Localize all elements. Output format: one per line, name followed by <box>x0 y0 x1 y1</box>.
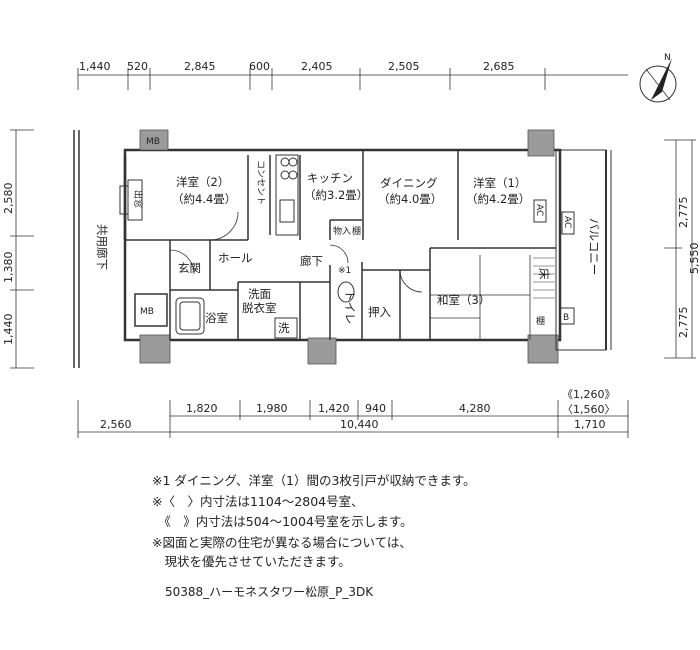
dim-left-3: 1,440 <box>2 314 15 346</box>
room-genkan: 玄関 <box>178 261 201 275</box>
room-youshitsu2-name: 洋室（2） <box>176 175 229 189</box>
room-oshiire: 押入 <box>368 305 391 319</box>
interior-walls <box>125 150 556 340</box>
dim-top-3: 2,845 <box>184 60 216 73</box>
ac-label-1: AC <box>534 204 544 216</box>
room-washitsu3: 和室（3） <box>437 293 490 307</box>
note-line-3: 《 》内寸法は504～1004号室を示します。 <box>152 514 413 529</box>
tokonoma-hatch <box>533 257 555 299</box>
top-dimension-line <box>77 68 628 90</box>
shelf-label-1: 棚 <box>352 225 361 237</box>
dim-right-2: 2,775 <box>677 307 690 339</box>
common-corridor-label: 共用廊下 <box>95 224 109 270</box>
bay-window <box>119 179 143 221</box>
left-dimension-line <box>10 129 34 369</box>
room-dining-name: ダイニング <box>380 176 438 190</box>
note-line-5: 現状を優先させていただきます。 <box>152 554 351 569</box>
b-box <box>559 307 575 325</box>
room-dining-size: （約4.0畳） <box>378 192 442 206</box>
right-dimension-line <box>664 139 696 359</box>
washer-box <box>274 317 298 339</box>
room-tokonoma: 床 <box>537 268 551 280</box>
compass-north-label: N <box>664 53 671 63</box>
mb-label-top: MB <box>146 137 160 147</box>
dim-bottom-4: 940 <box>365 402 386 415</box>
bay-window-label: 出窓 <box>132 190 144 208</box>
dim-bottom-outer-main: 10,440 <box>340 418 379 431</box>
dim-top-6: 2,505 <box>388 60 420 73</box>
dim-right-total: 5,550 <box>688 243 700 275</box>
room-senmen-2: 脱衣室 <box>242 301 277 315</box>
dim-right-1: 2,775 <box>677 197 690 229</box>
compass-icon: N <box>639 53 677 103</box>
common-corridor-lines <box>73 130 80 368</box>
dim-left-2: 1,380 <box>2 252 15 284</box>
dim-bottom-1: 1,820 <box>186 402 218 415</box>
dim-bottom-alt-1: 《1,260》 <box>562 388 616 401</box>
room-youshitsu1-name: 洋室（1） <box>473 176 526 190</box>
room-youshitsu1-size: （約4.2畳） <box>466 192 530 206</box>
toilet-bowl <box>337 281 355 303</box>
kitchen-fixtures <box>275 154 299 236</box>
room-kitchen-name: キッチン <box>307 171 353 185</box>
dim-bottom-3: 1,420 <box>318 402 350 415</box>
door-swings <box>169 211 423 293</box>
room-roka: 廊下 <box>300 254 323 268</box>
kitchen-outlet-label: コンセント <box>255 160 266 205</box>
room-toilet: トイレ <box>343 290 357 325</box>
bathtub <box>175 297 205 335</box>
note-line-1: ※1 ダイニング、洋室（1）間の3枚引戸が収納できます。 <box>152 473 476 488</box>
dim-top-1: 1,440 <box>79 60 111 73</box>
ac-box-2 <box>561 211 575 235</box>
structural-columns <box>139 129 559 365</box>
dim-bottom-outer-left: 2,560 <box>100 418 132 431</box>
room-youshitsu2-size: （約4.4畳） <box>172 192 236 206</box>
room-kitchen-size: （約3.2畳） <box>304 188 368 202</box>
ac-box-1 <box>533 199 547 223</box>
ac-label-2: AC <box>562 216 572 228</box>
dim-bottom-outer-right: 1,710 <box>574 418 606 431</box>
note-line-4: ※図面と実際の住宅が異なる場合については、 <box>152 535 412 550</box>
storage-label: 物入 <box>333 225 351 237</box>
dim-top-4: 600 <box>249 60 270 73</box>
room-hall: ホール <box>218 251 253 265</box>
dim-top-7: 2,685 <box>483 60 515 73</box>
mb-label: MB <box>140 307 154 317</box>
plan-code: 50388_ハーモネスタワー松原_P_3DK <box>165 585 374 599</box>
dim-top-2: 520 <box>127 60 148 73</box>
dim-top-5: 2,405 <box>301 60 333 73</box>
room-yokushitsu: 浴室 <box>205 311 228 325</box>
dim-bottom-2: 1,980 <box>256 402 288 415</box>
bottom-dimension-line <box>77 400 629 438</box>
dim-left-1: 2,580 <box>2 183 15 215</box>
shelf-label-2: 棚 <box>536 315 545 327</box>
tatami-lines <box>430 255 531 340</box>
dim-bottom-alt-2: 〈1,560〉 <box>562 403 616 416</box>
mb-box <box>134 293 168 327</box>
balcony <box>555 149 612 351</box>
room-sen: 洗 <box>278 321 290 335</box>
note1-marker: ※1 <box>338 266 351 276</box>
b-label: B <box>563 313 569 323</box>
balcony-label: バルコニー <box>587 218 601 275</box>
outer-walls <box>123 148 562 342</box>
room-senmen-1: 洗面 <box>248 287 271 301</box>
note-line-2: ※〈 〉内寸法は1104～2804号室、 <box>152 494 364 509</box>
dim-bottom-5: 4,280 <box>459 402 491 415</box>
